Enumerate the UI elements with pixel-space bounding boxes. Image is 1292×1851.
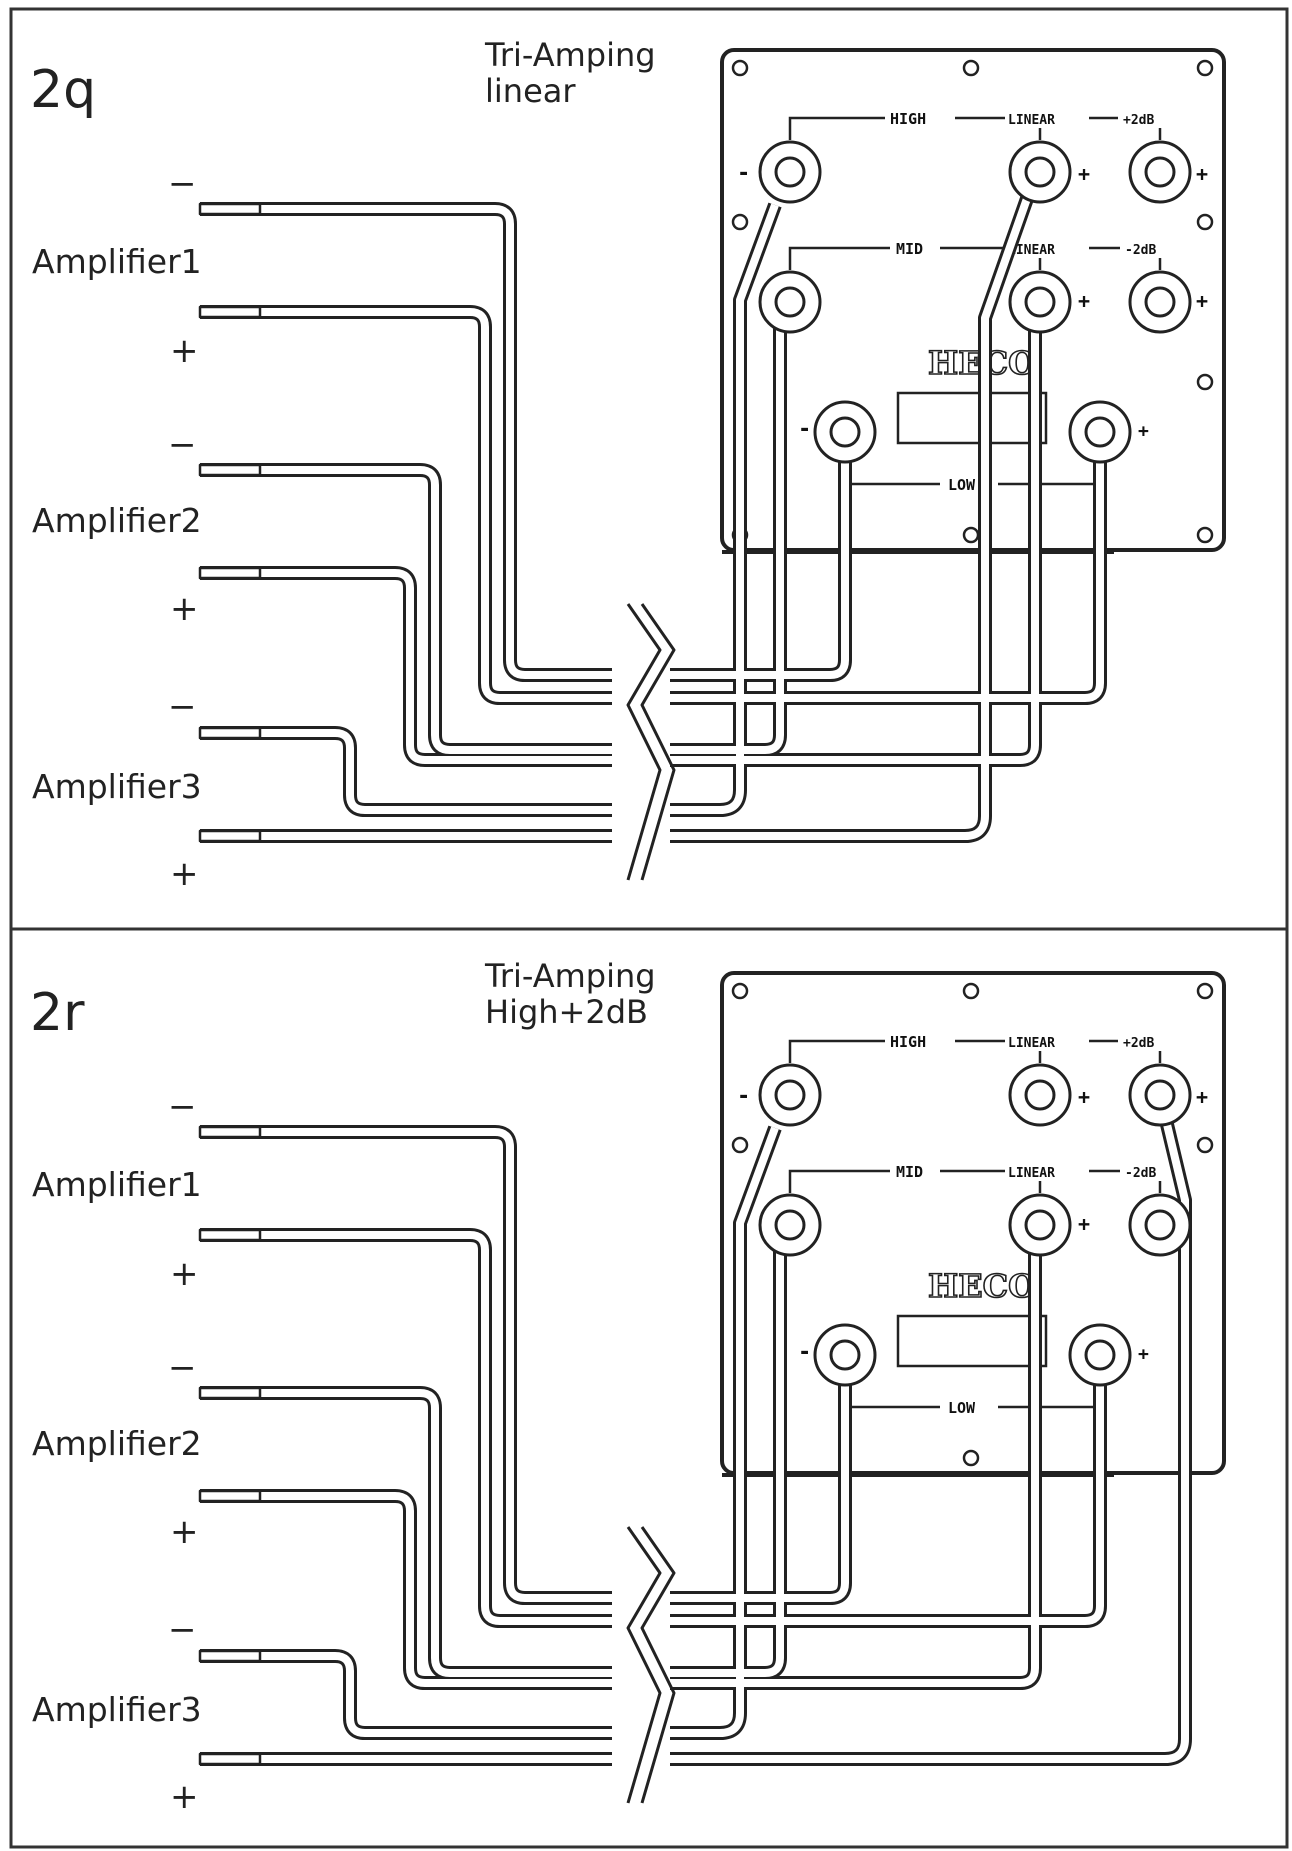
amp2-plus: +	[170, 1512, 199, 1552]
sign-plus-2db: +	[1196, 1085, 1208, 1109]
amp2-name: Amplifier2	[32, 1424, 202, 1463]
sign-plus-low: +	[1138, 421, 1149, 442]
panel-title-line1: Tri-Amping	[484, 957, 656, 995]
amp1-plus: +	[170, 1254, 199, 1294]
amp2-name: Amplifier2	[32, 501, 202, 540]
amp2-minus: −	[168, 425, 197, 465]
label-linear-mid: LINEAR	[1008, 1166, 1055, 1181]
label-low: LOW	[948, 476, 976, 494]
amp2-plus: +	[170, 589, 199, 629]
panel-title-line2: linear	[485, 72, 576, 110]
label-mid: MID	[896, 240, 923, 258]
speaker-cables	[198, 1093, 1192, 1813]
panel-2q: 2q Tri-Amping linear HIGH LINEAR +2dB	[30, 36, 1226, 894]
sign-minus-low: -	[798, 1340, 811, 1365]
label-minus2db: -2dB	[1125, 243, 1156, 258]
sign-minus-high: -	[737, 1084, 750, 1109]
sign-minus-low: -	[798, 417, 811, 442]
amp1-name: Amplifier1	[32, 1165, 202, 1204]
amp1-minus: −	[168, 1087, 197, 1127]
label-plus2db: +2dB	[1123, 113, 1154, 128]
amp3-plus: +	[170, 1777, 199, 1817]
label-mid: MID	[896, 1163, 923, 1181]
speaker-cables	[198, 187, 1107, 890]
amp1-name: Amplifier1	[32, 242, 202, 281]
label-minus2db: -2dB	[1125, 1166, 1156, 1181]
amp3-name: Amplifier3	[32, 1690, 202, 1729]
panel-title-line2: High+2dB	[485, 993, 648, 1031]
panel-title-line1: Tri-Amping	[484, 36, 656, 74]
amp1-minus: −	[168, 164, 197, 204]
label-plus2db: +2dB	[1123, 1036, 1154, 1051]
sign-plus-minus2db: +	[1196, 289, 1208, 313]
terminal-plate: HIGH LINEAR +2dB MID LINEAR -2dB HECO LO…	[720, 971, 1226, 1477]
label-high: HIGH	[890, 110, 926, 128]
panel-2r-frame	[9, 927, 1289, 1849]
amp1-plus: +	[170, 331, 199, 371]
amp3-minus: −	[168, 1610, 197, 1650]
sign-minus-high: -	[737, 161, 750, 186]
label-linear-top: LINEAR	[1008, 1036, 1055, 1051]
sign-plus-mid: +	[1078, 1212, 1090, 1236]
panel-tag: 2q	[30, 60, 96, 120]
sign-plus-linear: +	[1078, 1085, 1090, 1109]
amp3-plus: +	[170, 854, 199, 894]
sign-plus-mid: +	[1078, 289, 1090, 313]
amp3-name: Amplifier3	[32, 767, 202, 806]
sign-plus-linear: +	[1078, 162, 1090, 186]
label-high: HIGH	[890, 1033, 926, 1051]
amp3-minus: −	[168, 687, 197, 727]
label-low: LOW	[948, 1399, 976, 1417]
amp2-minus: −	[168, 1348, 197, 1388]
label-linear-mid: LINEAR	[1008, 243, 1055, 258]
sign-plus-low: +	[1138, 1344, 1149, 1365]
panel-2r: 2r Tri-Amping High+2dB HIGH LINEAR +2dB	[30, 957, 1226, 1817]
binding-posts	[758, 1063, 1192, 1387]
brand-logo: HECO	[928, 1267, 1036, 1305]
binding-posts	[758, 140, 1192, 464]
sign-plus-2db: +	[1196, 162, 1208, 186]
label-linear-top: LINEAR	[1008, 113, 1055, 128]
panel-tag: 2r	[30, 983, 85, 1043]
